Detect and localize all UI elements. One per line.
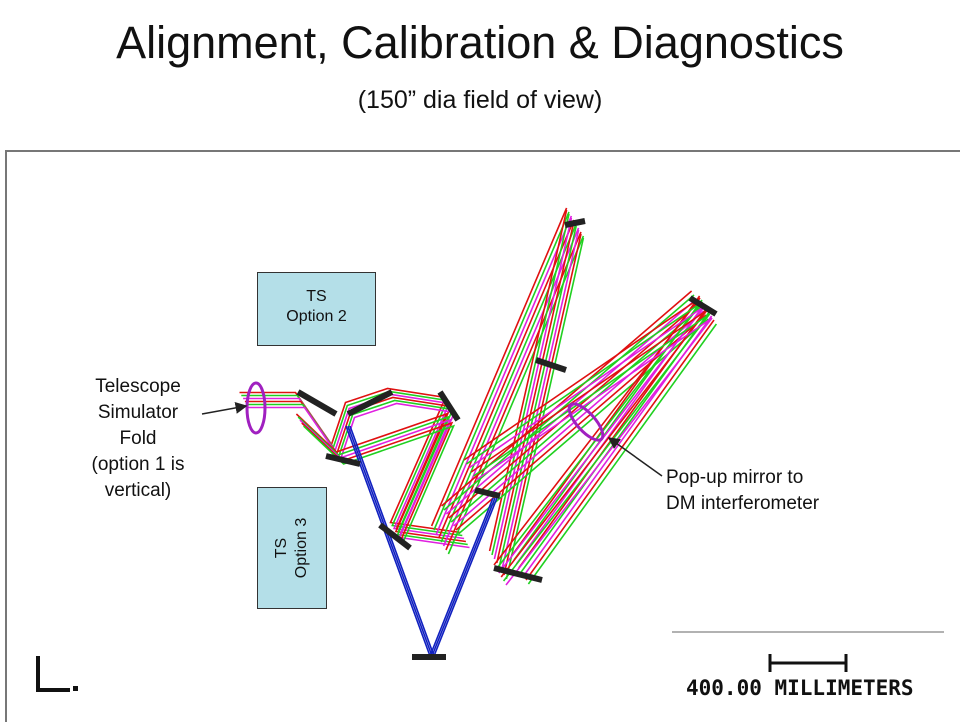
ts-option3-line2: Option 3	[293, 517, 310, 579]
upward-path-ray	[435, 215, 573, 535]
blue-beam	[349, 425, 435, 657]
telescope-simulator-arrow	[201, 401, 248, 415]
upward-path-2-ray	[505, 237, 585, 580]
lower-path-ray	[297, 415, 450, 533]
mirror-bottom-right	[493, 565, 543, 583]
scale-bar-label: 400.00 MILLIMETERS	[686, 676, 914, 700]
lower-path-ray	[301, 421, 454, 539]
popup-mirror-arrow	[607, 437, 663, 477]
mirror-mid	[474, 487, 501, 499]
upward-path-ray	[447, 235, 585, 555]
blue-beam	[433, 497, 498, 657]
upward-path-2-ray	[496, 221, 575, 564]
blue-beam	[431, 497, 496, 657]
upward-path-ray	[433, 211, 570, 531]
lower-path-ray	[295, 412, 448, 530]
upward-path-2-ray	[488, 209, 568, 552]
ts-option2-line2: Option 2	[286, 308, 347, 325]
diagonal-path-2-ray	[525, 319, 715, 581]
mirror-top	[564, 218, 586, 228]
page-subtitle: (150” dia field of view)	[357, 86, 603, 114]
upward-path-2-ray	[493, 217, 573, 560]
upward-path-2-ray	[503, 233, 582, 576]
upward-path-ray	[440, 223, 577, 543]
upward-path-ray	[430, 207, 568, 527]
lower-path-ray	[303, 424, 456, 542]
ts-option2-box: TS Option 2	[257, 272, 376, 346]
mirror-fold-2	[346, 389, 394, 417]
diagonal-path-ray	[441, 290, 693, 507]
upward-path-ray	[442, 227, 580, 547]
mirror-fold-3	[437, 390, 461, 422]
lower-path-ray	[299, 418, 452, 536]
mirror-center	[535, 357, 567, 373]
telescope-simulator-label: Telescope Simulator Fold (option 1 is ve…	[91, 376, 185, 501]
upward-path-ray	[445, 231, 582, 551]
upward-path-2-ray	[491, 213, 570, 556]
upward-path-ray	[438, 219, 575, 539]
mirrors	[296, 218, 718, 660]
diagonal-path-2-ray	[527, 323, 718, 585]
ts-option3-box: TS Option 3	[257, 487, 327, 609]
upward-path-2-ray	[500, 229, 580, 572]
upward-path-2-ray	[498, 225, 577, 568]
return-path-ray	[473, 313, 711, 582]
blue-beam	[345, 425, 431, 657]
return-path-ray	[465, 301, 704, 570]
mirror-lower-1	[325, 453, 361, 467]
orientation-glyph	[36, 656, 78, 692]
blue-beam	[429, 497, 494, 657]
return-path-ray	[475, 317, 713, 586]
mirror-ts-fold	[296, 389, 338, 417]
scale-bar	[768, 654, 848, 672]
mirror-right	[688, 295, 718, 317]
ts-option2-line1: TS	[306, 288, 327, 305]
page-title: Alignment, Calibration & Diagnostics	[116, 17, 844, 68]
ts-option3-line1: TS	[273, 537, 290, 559]
ray-bundle	[239, 207, 718, 657]
popup-mirror-ellipse	[567, 402, 605, 442]
blue-beam	[347, 425, 433, 657]
mirror-lower-2	[378, 522, 412, 551]
popup-mirror-label: Pop-up mirror to DM interferometer	[666, 467, 820, 514]
return-path-ray	[463, 297, 701, 566]
